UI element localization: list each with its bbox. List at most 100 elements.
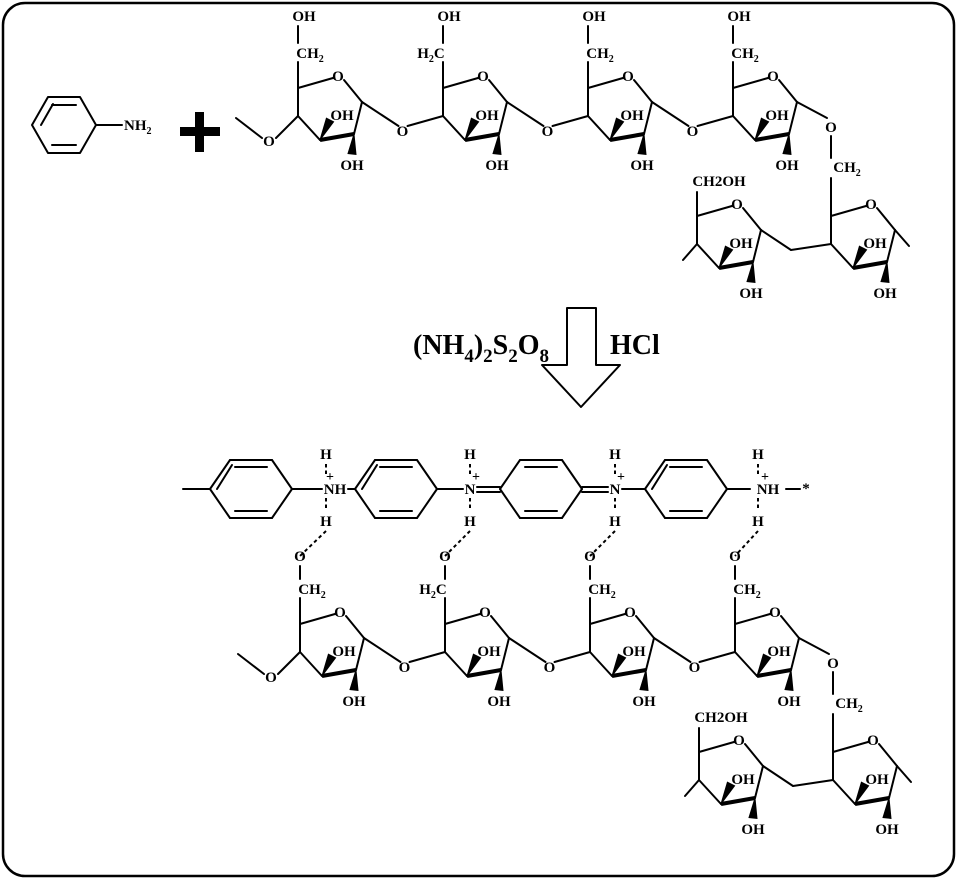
- glycosidic-bond: [651, 101, 690, 127]
- bond: [587, 77, 624, 89]
- front-edge: [319, 132, 355, 142]
- chain-start-bond: [235, 117, 263, 139]
- bond: [499, 459, 521, 490]
- bond: [732, 77, 769, 89]
- bond: [645, 637, 655, 671]
- hydrogen-label: H: [609, 514, 621, 530]
- glycosidic-bond: [361, 101, 400, 127]
- methylene-label: H2C: [419, 582, 447, 601]
- hydroxyl-label: OH: [620, 108, 644, 124]
- wedge-bond: [319, 117, 335, 141]
- hydroxyl-label: OH: [622, 644, 646, 660]
- cellulose-chain-reactant: OOHOHCH2OHOOHOHH2COHOOHOHCH2OHOOHOHCH2OH…: [235, 9, 910, 302]
- chain-end-bond: [684, 779, 700, 797]
- wedge-bond: [494, 669, 504, 691]
- bond: [361, 464, 378, 490]
- glycosidic-oxygen: O: [687, 124, 699, 140]
- front-edge: [321, 668, 357, 678]
- hydroxymethyl-label: CH2OH: [692, 174, 746, 190]
- hydrogen-bond-dash: [444, 530, 471, 557]
- ring-oxygen: O: [332, 69, 344, 85]
- positive-charge: +: [761, 470, 769, 485]
- bond: [498, 101, 508, 135]
- hydroxyl-label: OH: [767, 644, 791, 660]
- chain-end-bond: [896, 765, 912, 783]
- front-edge: [464, 132, 500, 142]
- branch-link: [762, 765, 794, 787]
- hydroxyl-label: OH: [485, 158, 509, 174]
- wedge-bond: [756, 653, 772, 677]
- hydroxyl-oxygen: O: [439, 549, 451, 565]
- bond: [696, 205, 733, 217]
- branch-bond: [796, 101, 828, 119]
- wedge-bond: [880, 261, 890, 283]
- bond: [734, 613, 771, 625]
- hydroxyl-label: OH: [739, 286, 763, 302]
- oxidant-label: (NH4)2S2O8: [413, 330, 549, 367]
- hydroxyl-label: OH: [875, 822, 899, 838]
- bond: [561, 488, 583, 519]
- branch-link: [760, 229, 792, 251]
- bond: [780, 615, 800, 639]
- ring-oxygen: O: [865, 197, 877, 213]
- hydrogen-label: H: [752, 514, 764, 530]
- hydrogen-bond-dash: [589, 530, 616, 557]
- ring-oxygen: O: [624, 605, 636, 621]
- bond: [878, 743, 898, 767]
- bond: [696, 243, 720, 269]
- bond: [744, 743, 764, 767]
- branch-link: [790, 243, 832, 251]
- front-edge: [718, 260, 754, 270]
- bond: [500, 637, 510, 671]
- bond: [788, 101, 798, 135]
- bond: [778, 79, 798, 103]
- hydroxyl-label: OH: [330, 108, 354, 124]
- front-edge: [852, 260, 888, 270]
- bond: [644, 459, 666, 490]
- hydroxyl-label: OH: [437, 9, 461, 25]
- bond: [561, 459, 583, 490]
- aniline: NH2: [31, 96, 152, 154]
- front-edge: [720, 796, 756, 806]
- hydroxyl-label: OH: [731, 772, 755, 788]
- positive-charge: +: [472, 470, 480, 485]
- ring-oxygen: O: [731, 197, 743, 213]
- wedge-bond: [609, 117, 625, 141]
- methylene-label: CH2: [586, 46, 614, 65]
- branch-link: [792, 779, 834, 787]
- bond: [488, 79, 508, 103]
- benzenoid-ring: [354, 459, 438, 519]
- methylene-label: CH2: [733, 582, 761, 601]
- bond: [444, 613, 481, 625]
- front-edge: [754, 132, 790, 142]
- wedge-bond: [882, 797, 892, 819]
- methylene-label: CH2: [298, 582, 326, 601]
- bond: [271, 488, 293, 519]
- methylene-label: CH2: [588, 582, 616, 601]
- glycosidic-bond: [698, 651, 736, 663]
- hydroxyl-label: OH: [342, 694, 366, 710]
- bond: [299, 651, 323, 677]
- bond: [734, 651, 758, 677]
- glycosidic-oxygen: O: [689, 660, 701, 676]
- bond: [754, 765, 764, 799]
- glycosidic-oxygen: O: [542, 124, 554, 140]
- bond: [643, 101, 653, 135]
- glycosidic-bond: [653, 637, 692, 663]
- methylene-label: CH2: [835, 696, 863, 715]
- glycosidic-bond: [551, 115, 589, 127]
- bond: [297, 115, 321, 141]
- wedge-bond: [720, 781, 736, 805]
- hydroxymethyl-label: CH2OH: [694, 710, 748, 726]
- bond: [706, 488, 728, 519]
- bond: [209, 488, 231, 519]
- glycosidic-bond: [508, 637, 547, 663]
- glycosidic-oxygen: O: [544, 660, 556, 676]
- quinoid-ring: [499, 459, 583, 519]
- chain-end-star: *: [802, 481, 810, 497]
- hydrogen-label: H: [320, 447, 332, 463]
- bond: [354, 488, 376, 519]
